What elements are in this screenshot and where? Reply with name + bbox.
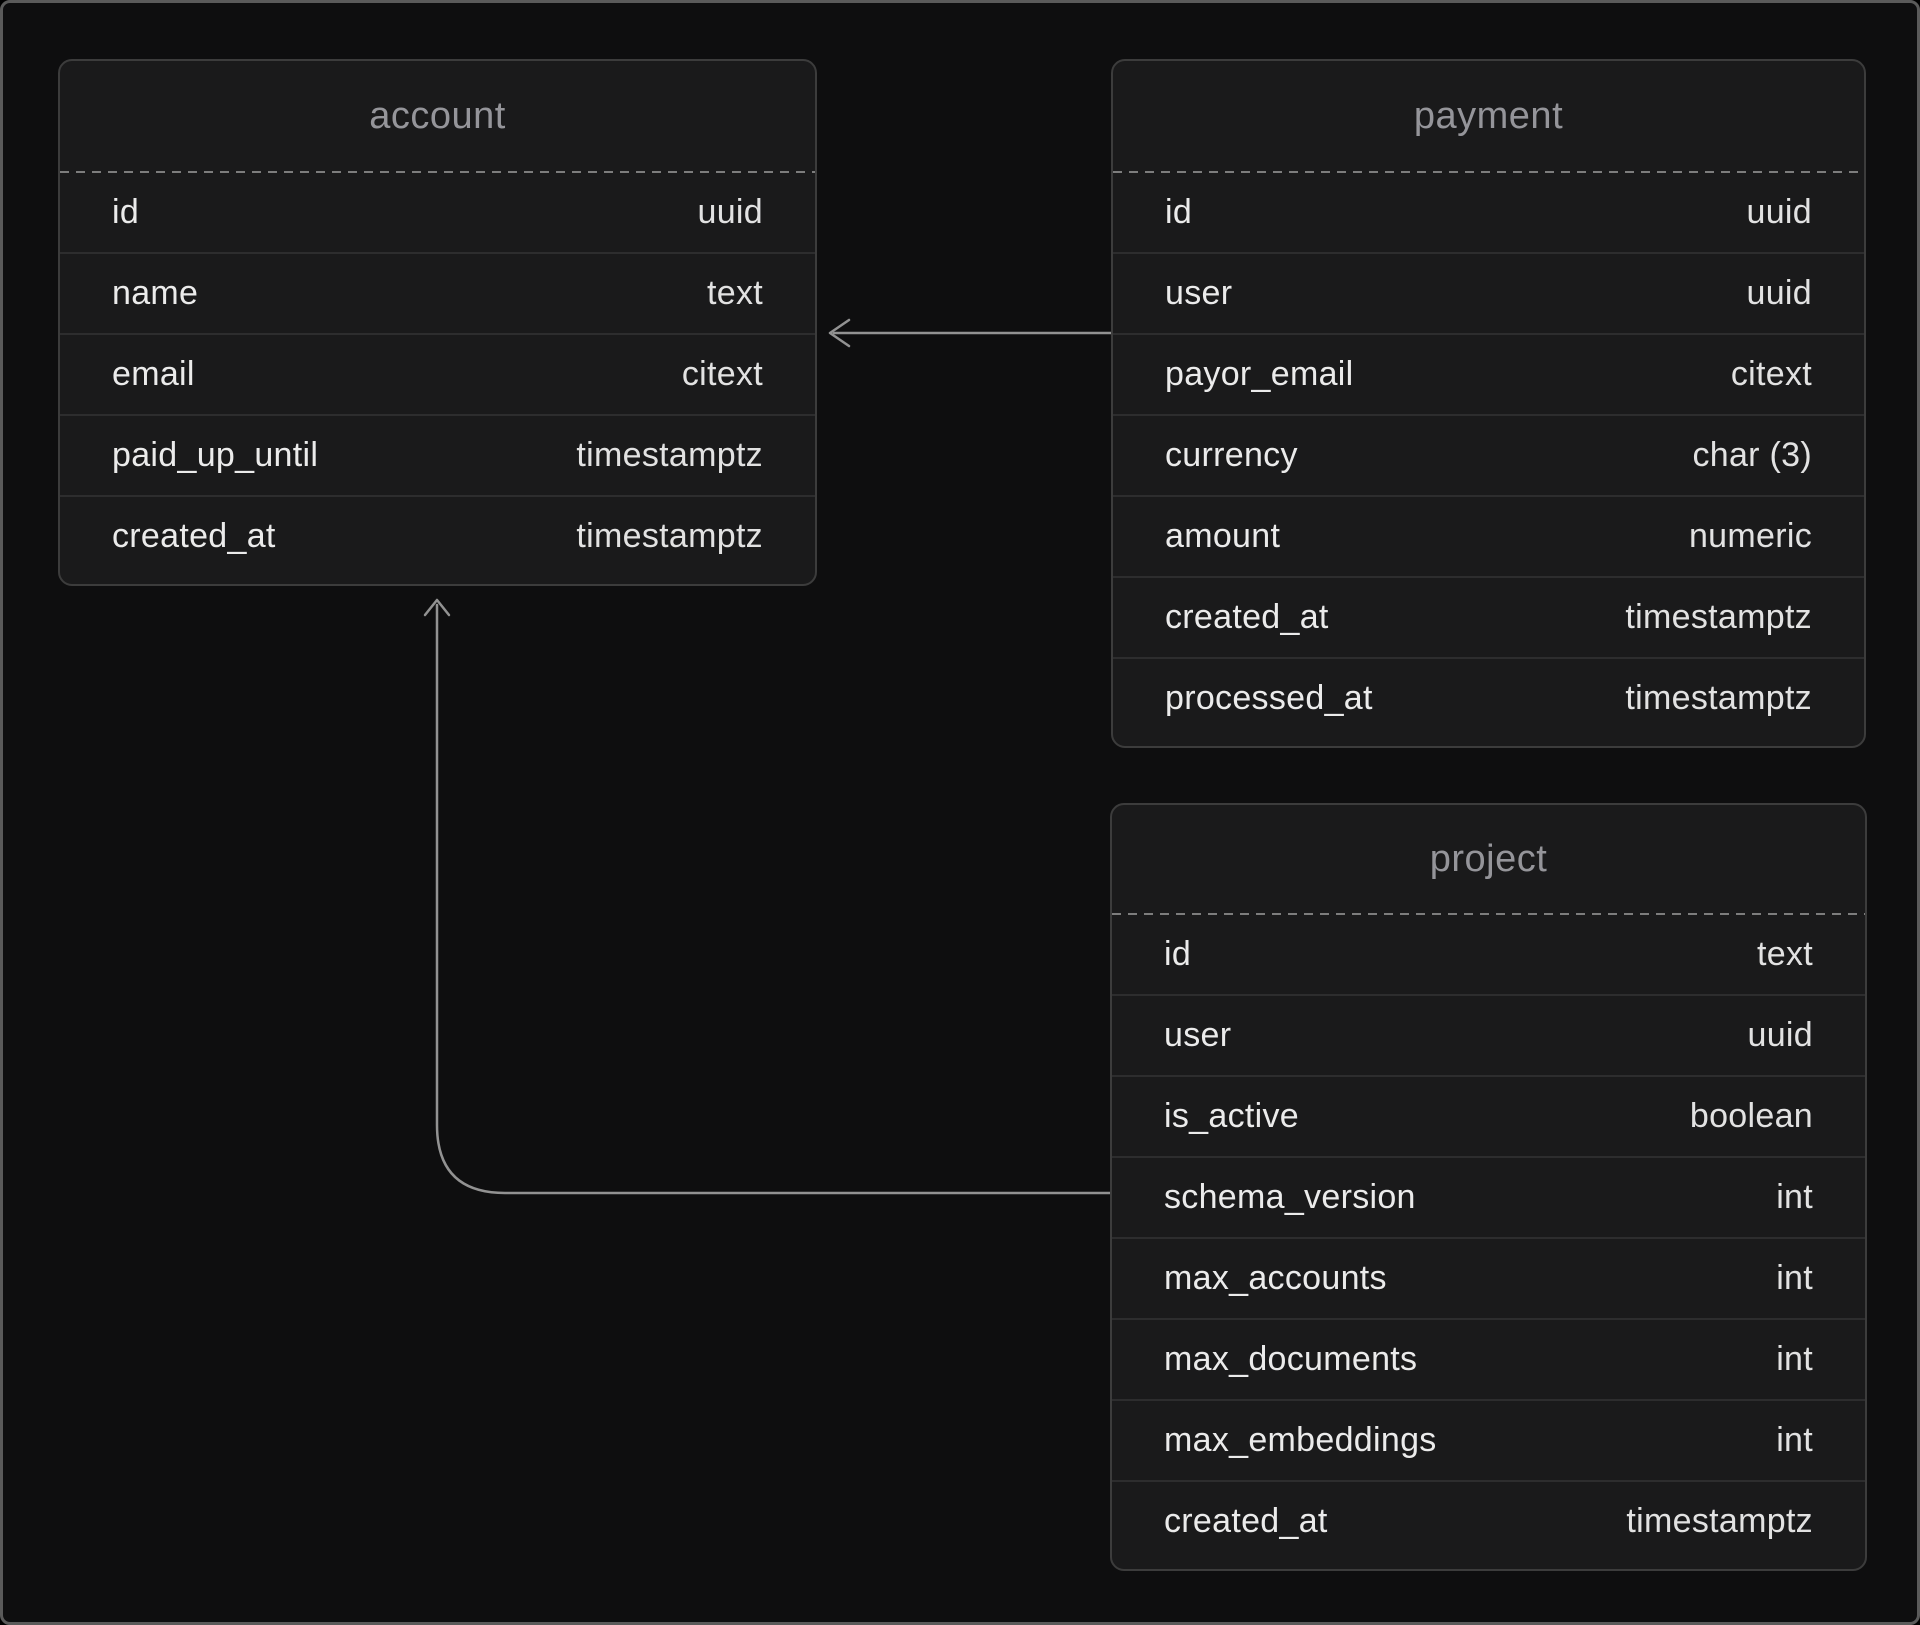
column-row-id[interactable]: id uuid xyxy=(60,173,815,252)
column-name: processed_at xyxy=(1165,679,1373,717)
relation-payment-to-account[interactable] xyxy=(828,318,1113,348)
column-row-user[interactable]: user uuid xyxy=(1113,252,1864,333)
column-row-payor_email[interactable]: payor_email citext xyxy=(1113,333,1864,414)
column-name: created_at xyxy=(112,517,276,555)
table-payment[interactable]: payment id uuid user uuid payor_email citext cu… xyxy=(1111,59,1866,748)
column-type: timestamptz xyxy=(1625,679,1812,717)
column-type: uuid xyxy=(697,193,763,231)
column-name: paid_up_until xyxy=(112,436,319,474)
column-type: timestamptz xyxy=(1626,1502,1813,1540)
arrowhead-up-icon xyxy=(423,598,451,617)
column-type: uuid xyxy=(1746,274,1812,312)
table-header-account: account xyxy=(60,61,815,171)
column-row-created_at[interactable]: created_at timestamptz xyxy=(60,495,815,576)
column-name: id xyxy=(1164,935,1192,973)
column-name: amount xyxy=(1165,517,1281,555)
column-name: created_at xyxy=(1164,1502,1328,1540)
column-type: uuid xyxy=(1746,193,1812,231)
column-type: numeric xyxy=(1688,517,1812,555)
arrowhead-left-icon xyxy=(828,318,851,348)
column-type: uuid xyxy=(1747,1016,1813,1054)
column-type: char (3) xyxy=(1692,436,1812,474)
column-name: payor_email xyxy=(1165,355,1354,393)
column-row-max_accounts[interactable]: max_accounts int xyxy=(1112,1237,1865,1318)
column-name: schema_version xyxy=(1164,1178,1416,1216)
column-row-paid_up_until[interactable]: paid_up_until timestamptz xyxy=(60,414,815,495)
column-row-processed_at[interactable]: processed_at timestamptz xyxy=(1113,657,1864,738)
column-name: name xyxy=(112,274,199,312)
column-name: max_documents xyxy=(1164,1340,1418,1378)
column-name: user xyxy=(1165,274,1233,312)
table-project[interactable]: project id text user uuid is_active boolean sch… xyxy=(1110,803,1867,1571)
column-row-amount[interactable]: amount numeric xyxy=(1113,495,1864,576)
column-type: boolean xyxy=(1689,1097,1813,1135)
column-type: int xyxy=(1776,1178,1813,1216)
column-type: timestamptz xyxy=(576,436,763,474)
header-separator xyxy=(1113,171,1864,173)
column-row-max_documents[interactable]: max_documents int xyxy=(1112,1318,1865,1399)
column-type: int xyxy=(1776,1421,1813,1459)
column-name: id xyxy=(1165,193,1193,231)
column-name: email xyxy=(112,355,195,393)
column-type: citext xyxy=(1730,355,1812,393)
column-name: created_at xyxy=(1165,598,1329,636)
column-row-created_at[interactable]: created_at timestamptz xyxy=(1112,1480,1865,1561)
column-name: is_active xyxy=(1164,1097,1299,1135)
column-type: citext xyxy=(681,355,763,393)
column-row-is_active[interactable]: is_active boolean xyxy=(1112,1075,1865,1156)
column-row-user[interactable]: user uuid xyxy=(1112,994,1865,1075)
column-name: max_accounts xyxy=(1164,1259,1387,1297)
table-title: payment xyxy=(1413,94,1564,137)
column-name: currency xyxy=(1165,436,1298,474)
column-name: id xyxy=(112,193,140,231)
column-type: int xyxy=(1776,1340,1813,1378)
column-row-created_at[interactable]: created_at timestamptz xyxy=(1113,576,1864,657)
column-row-name[interactable]: name text xyxy=(60,252,815,333)
column-row-id[interactable]: id text xyxy=(1112,915,1865,994)
column-row-max_embeddings[interactable]: max_embeddings int xyxy=(1112,1399,1865,1480)
table-header-payment: payment xyxy=(1113,61,1864,171)
column-type: timestamptz xyxy=(576,517,763,555)
column-type: text xyxy=(1756,935,1813,973)
column-row-email[interactable]: email citext xyxy=(60,333,815,414)
column-row-id[interactable]: id uuid xyxy=(1113,173,1864,252)
table-header-project: project xyxy=(1112,805,1865,913)
column-name: user xyxy=(1164,1016,1232,1054)
column-type: int xyxy=(1776,1259,1813,1297)
column-row-schema_version[interactable]: schema_version int xyxy=(1112,1156,1865,1237)
header-separator xyxy=(1112,913,1865,915)
relation-project-to-account[interactable] xyxy=(423,598,1112,1195)
column-row-currency[interactable]: currency char (3) xyxy=(1113,414,1864,495)
table-title: project xyxy=(1429,837,1548,880)
column-type: timestamptz xyxy=(1625,598,1812,636)
table-account[interactable]: account id uuid name text email citext paid_up_… xyxy=(58,59,817,586)
column-name: max_embeddings xyxy=(1164,1421,1437,1459)
relation-line xyxy=(435,603,1112,1195)
column-type: text xyxy=(706,274,763,312)
table-title: account xyxy=(369,94,506,137)
header-separator xyxy=(60,171,815,173)
